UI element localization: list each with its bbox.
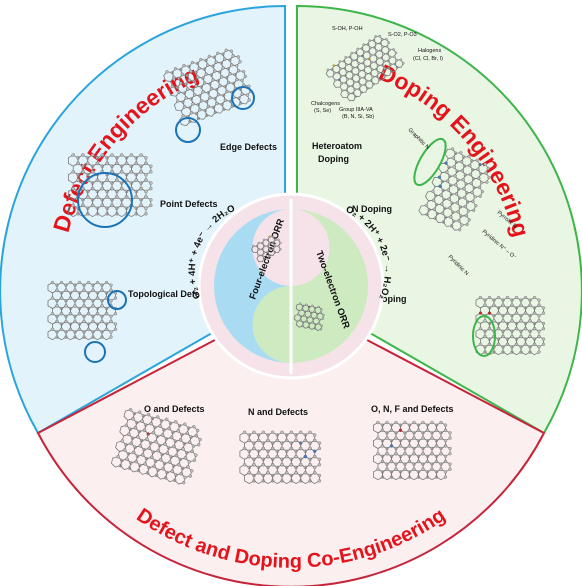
point-defect-marker	[77, 172, 133, 228]
topological-defects-label: Topological Defects	[128, 289, 213, 299]
o-and-defects-label: O and Defects	[144, 404, 205, 414]
edge-defect-marker-2	[175, 117, 201, 143]
hetero-label-s-oh: S-OH, P-OH	[332, 26, 363, 32]
onf-and-defects-label: O, N, F and Defects	[371, 404, 454, 414]
edge-defect-marker-1	[231, 86, 255, 110]
four-electron-molecule	[251, 235, 282, 263]
graphitic-n-marker	[413, 137, 447, 187]
n-and-defects-lattice	[239, 430, 322, 485]
o-doping-marker	[472, 315, 496, 357]
heteroatom-doping-lattice	[325, 34, 405, 102]
point-defects-label: Point Defects	[160, 199, 218, 209]
o-and-defects-lattice	[110, 408, 202, 485]
hetero-label-group-list: (B, N, Si, Sb)	[342, 114, 374, 120]
topological-defect-marker-2	[84, 341, 106, 363]
n-doping-lattice	[418, 147, 491, 232]
hetero-label-chalcogens: Chalcogens	[311, 101, 340, 107]
onf-and-defects-lattice	[373, 420, 452, 481]
heteroatom-doping-label-1: Heteroatom	[312, 141, 362, 151]
hetero-label-chalcogens-list: (S, Se)	[314, 108, 331, 114]
hetero-label-halogens-list: (Cl, Cl, Br, I)	[413, 56, 443, 62]
two-electron-molecule	[293, 302, 325, 331]
edge-defects-lattice	[163, 48, 253, 126]
hetero-label-group: Group IIIA-VA	[339, 107, 373, 113]
o-doping-label: O Doping	[366, 294, 407, 304]
orr-center-hub	[197, 192, 385, 380]
n-and-defects-label: N and Defects	[248, 407, 308, 417]
topological-defect-marker-1	[107, 290, 127, 310]
edge-defects-label: Edge Defects	[220, 142, 277, 152]
point-defects-lattice	[67, 153, 153, 218]
hetero-label-s-o2: S-O2, P-O3	[388, 32, 417, 38]
hetero-label-halogens: Halogens	[418, 48, 441, 54]
heteroatom-doping-label-2: Doping	[318, 154, 349, 164]
n-doping-label: N Doping	[352, 204, 392, 214]
